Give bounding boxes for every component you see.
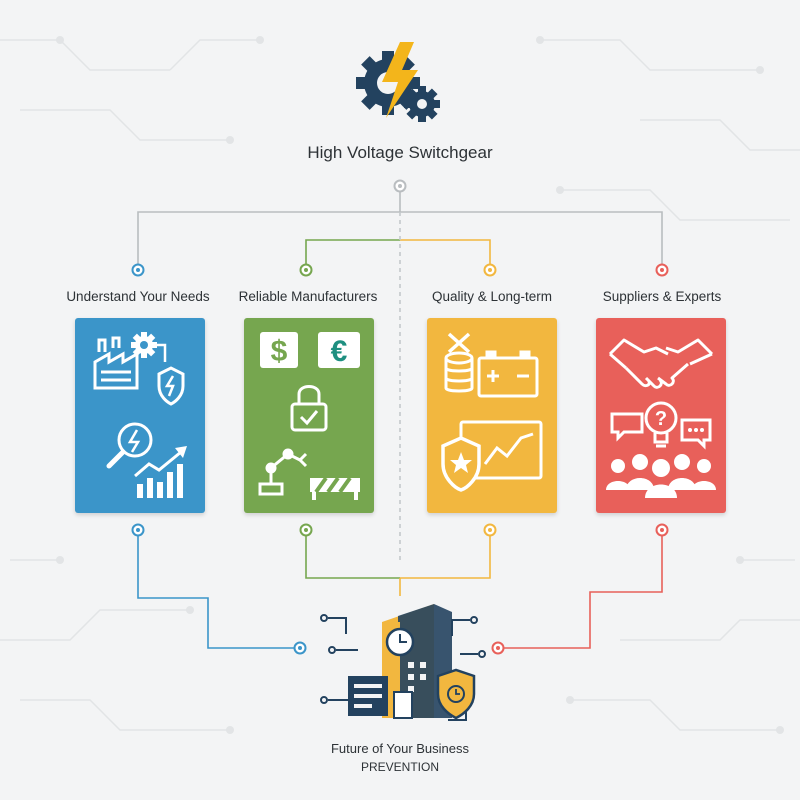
star-shield-icon [441, 436, 481, 492]
speech-bubbles-icon [610, 412, 712, 450]
battery-icon [477, 350, 539, 398]
card-reliable-manufacturers: $ € [244, 318, 374, 513]
factory-icon [93, 336, 139, 390]
bottom-caption: Future of Your Business [330, 741, 470, 756]
diagram-title: High Voltage Switchgear [307, 143, 493, 162]
bottom-connectors [137, 532, 663, 649]
shield-bolt-icon [157, 366, 185, 406]
card-label-needs: Understand Your Needs [66, 289, 210, 304]
card-label-suppliers: Suppliers & Experts [602, 289, 722, 304]
top-connectors [137, 192, 663, 560]
card-understand-needs [75, 318, 205, 513]
top-nodes [131, 179, 669, 277]
gear-icon [131, 332, 157, 358]
magnifier-bolt-icon [106, 422, 153, 469]
dollar-icon: $ [260, 332, 298, 368]
circuit-background [0, 39, 800, 731]
card-quality-long-term [427, 318, 557, 513]
bottom-subcaption: PREVENTION [360, 760, 439, 774]
growth-chart-icon [134, 446, 187, 498]
card-label-quality: Quality & Long-term [431, 289, 553, 304]
robot-arm-icon [258, 448, 308, 496]
handshake-icon [608, 338, 714, 389]
padlock-icon [290, 385, 328, 432]
coins-icon [444, 332, 474, 393]
svg-text:€: € [331, 335, 348, 368]
card-suppliers-experts: ? [596, 318, 726, 513]
euro-icon: € [318, 332, 360, 368]
svg-text:$: $ [271, 335, 288, 368]
lightbulb-question-icon: ? [644, 401, 678, 448]
business-building-icon [320, 604, 486, 721]
bottom-nodes [131, 523, 669, 655]
barrier-icon [310, 476, 360, 500]
gear-bolt-logo-icon [356, 42, 440, 122]
card-label-manufacturers: Reliable Manufacturers [238, 289, 378, 304]
people-group-icon [606, 454, 716, 498]
svg-text:?: ? [655, 408, 667, 430]
